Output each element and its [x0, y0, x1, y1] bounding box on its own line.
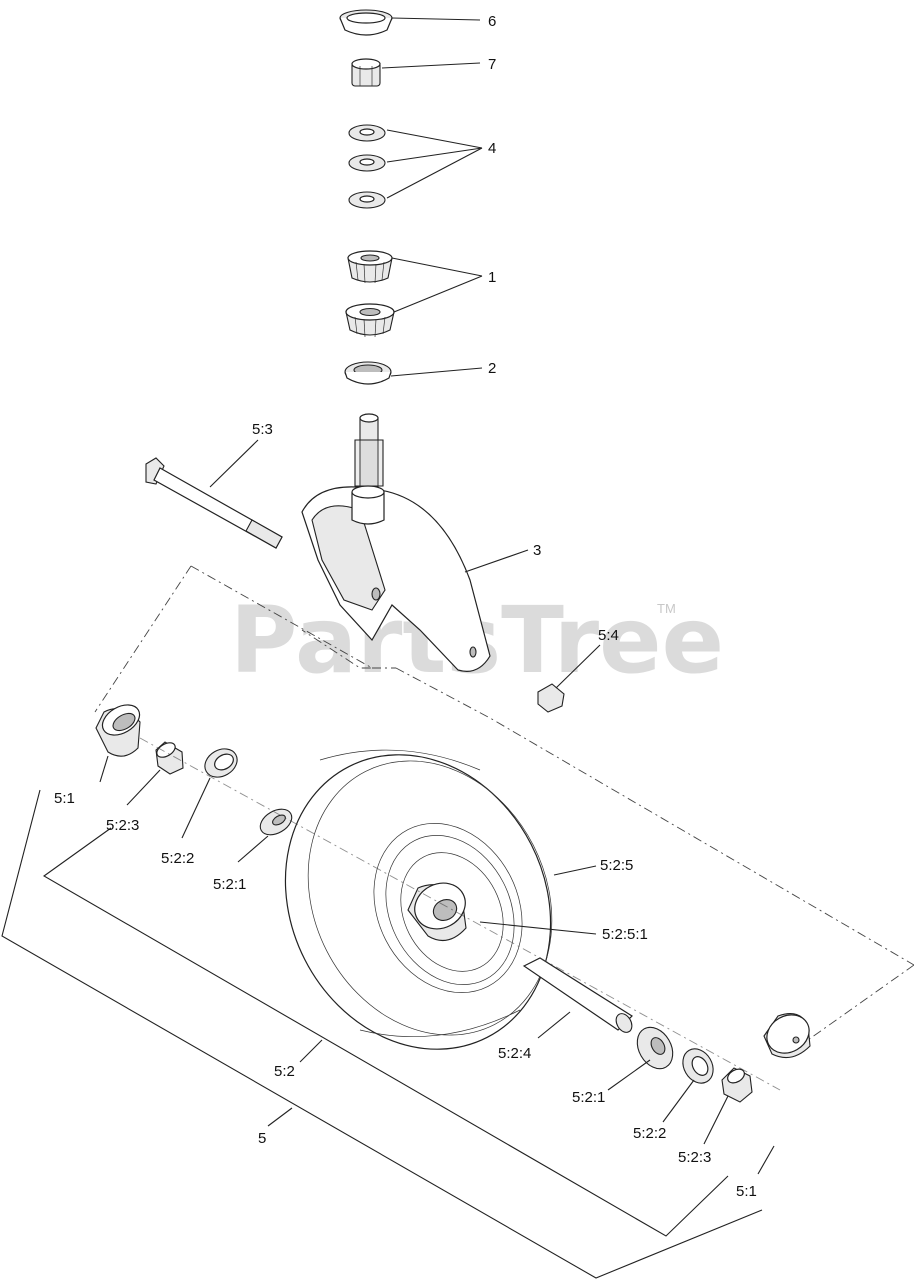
- callout-6[interactable]: 6: [488, 13, 496, 30]
- assembly-outline: [94, 565, 914, 1041]
- callout-labels: 6 7 4 1 2 5:3 3 5:4 5:1 5:2:3 5:2:2 5:2:…: [54, 13, 757, 1200]
- leader-lines: [99, 17, 775, 1175]
- callout-5-2[interactable]: 5:2: [274, 1063, 295, 1080]
- spacer-part-5-2-3-right[interactable]: [721, 1066, 753, 1103]
- callout-3[interactable]: 3: [533, 542, 541, 559]
- bearing-part-5-2-1-left[interactable]: [256, 804, 296, 840]
- race-part-2[interactable]: [344, 361, 392, 385]
- callout-5[interactable]: 5: [258, 1130, 266, 1147]
- callout-5-4[interactable]: 5:4: [598, 627, 619, 644]
- callout-2[interactable]: 2: [488, 360, 496, 377]
- hub-cap-part-5-1-left[interactable]: [95, 699, 145, 757]
- fork-part-3[interactable]: [301, 413, 491, 672]
- race-part-5-2-2-right[interactable]: [677, 1043, 719, 1088]
- callout-5-3[interactable]: 5:3: [252, 421, 273, 438]
- callout-5-2-3-left[interactable]: 5:2:3: [106, 817, 139, 834]
- bearing-part-5-2-1-right[interactable]: [630, 1021, 680, 1075]
- hub-cap-part-5-1-right[interactable]: [760, 1007, 816, 1060]
- callout-7[interactable]: 7: [488, 56, 496, 73]
- callout-4[interactable]: 4: [488, 140, 496, 157]
- washers-part-4[interactable]: [348, 124, 386, 209]
- hub-part-5-2-5-1[interactable]: [407, 875, 473, 942]
- axle-tube-part-5-2-4[interactable]: [522, 957, 635, 1035]
- nut-part-7[interactable]: [351, 58, 381, 87]
- watermark-trademark: TM: [657, 601, 676, 616]
- race-part-5-2-2-left[interactable]: [200, 743, 242, 783]
- bearings-part-1[interactable]: [345, 250, 395, 338]
- callout-5-2-2-left[interactable]: 5:2:2: [161, 850, 194, 867]
- assembly-brackets: [1, 789, 763, 1279]
- callout-5-1-right[interactable]: 5:1: [736, 1183, 757, 1200]
- spacer-part-5-2-3-left[interactable]: [154, 740, 184, 775]
- callout-5-1-left[interactable]: 5:1: [54, 790, 75, 807]
- callout-5-2-1-right[interactable]: 5:2:1: [572, 1089, 605, 1106]
- bolt-part-5-3[interactable]: [145, 457, 283, 549]
- callout-5-2-1-left[interactable]: 5:2:1: [213, 876, 246, 893]
- callout-5-2-5-1[interactable]: 5:2:5:1: [602, 926, 648, 943]
- nut-part-5-4[interactable]: [537, 683, 565, 713]
- callout-5-2-2-right[interactable]: 5:2:2: [633, 1125, 666, 1142]
- callout-5-2-5[interactable]: 5:2:5: [600, 857, 633, 874]
- callout-5-2-4[interactable]: 5:2:4: [498, 1045, 531, 1062]
- callout-1[interactable]: 1: [488, 269, 496, 286]
- callout-5-2-3-right[interactable]: 5:2:3: [678, 1149, 711, 1166]
- dust-cap-part-6[interactable]: [339, 9, 393, 36]
